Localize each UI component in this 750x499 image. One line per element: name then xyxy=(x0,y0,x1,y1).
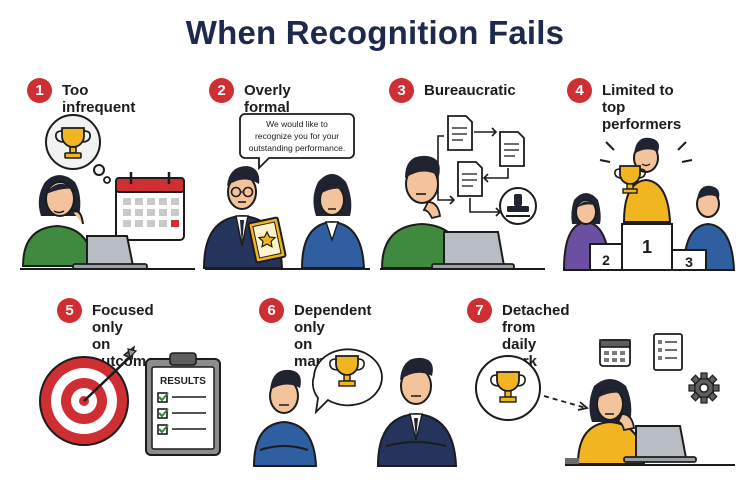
panel-label-line: Overly formal xyxy=(244,82,291,116)
panel-label-line: top performers xyxy=(602,99,682,133)
panel-header: 5 Focused only on outcomes xyxy=(57,298,163,370)
number-badge: 5 xyxy=(57,298,82,323)
speech-line: recognize you for your xyxy=(255,131,339,141)
number-badge: 1 xyxy=(27,78,52,103)
arrow-head xyxy=(577,401,589,411)
podium-rank: 1 xyxy=(642,237,652,257)
panel-label-line: Focused only xyxy=(92,302,154,336)
panel-label: Limited to top performers xyxy=(602,78,681,133)
panel-label-line: Detached from xyxy=(502,302,570,336)
panel-header: 1 Too infrequent xyxy=(27,78,135,116)
page-title: When Recognition Fails xyxy=(185,14,565,51)
panel-header: 3 Bureaucratic xyxy=(389,78,516,103)
trophy-icon xyxy=(614,165,646,194)
arrow-icon xyxy=(83,345,138,402)
dashed-arrow xyxy=(543,395,587,409)
laptop-icon xyxy=(623,425,697,463)
podium-icon: 1 2 3 xyxy=(589,223,707,271)
panel-2-illustration: We would like to recognize you for your … xyxy=(202,113,366,269)
employee-figure xyxy=(300,174,366,269)
panel-label: Bureaucratic xyxy=(424,78,516,99)
document-lines xyxy=(452,127,519,187)
document-icon xyxy=(447,115,525,197)
panel-header: 4 Limited to top performers xyxy=(567,78,681,133)
floor-line xyxy=(205,268,370,270)
woman-figure xyxy=(21,175,95,267)
number-badge: 7 xyxy=(467,298,492,323)
panel-6-illustration xyxy=(252,348,458,467)
panel-label: Focused only on outcomes xyxy=(92,298,163,370)
number-badge: 4 xyxy=(567,78,592,103)
trophy-thought-icon xyxy=(45,114,111,184)
speech-line: We would like to xyxy=(266,119,328,129)
gear-icon xyxy=(688,372,720,404)
number-badge: 3 xyxy=(389,78,414,103)
panel-1-illustration xyxy=(21,114,185,270)
laptop-icon xyxy=(431,231,515,270)
panel-5-illustration: RESULTS xyxy=(39,345,221,456)
shine-lines xyxy=(599,141,693,163)
desk-line xyxy=(20,268,195,270)
panel-label-line: Too infrequent xyxy=(62,82,136,116)
panel-label: Overly formal xyxy=(244,78,291,116)
calendar-icon xyxy=(115,172,185,241)
employee-figure xyxy=(576,379,646,465)
certificate-icon xyxy=(247,216,287,264)
panel-label-line: Bureaucratic xyxy=(424,82,516,99)
podium-rank: 2 xyxy=(602,252,610,268)
number-badge: 6 xyxy=(259,298,284,323)
laptop-icon xyxy=(72,235,148,270)
employee-figure xyxy=(252,369,318,467)
panel-label-line: Dependent only xyxy=(294,302,372,336)
panel-label: Too infrequent xyxy=(62,78,135,116)
panel-7-illustration xyxy=(475,333,720,466)
clipboard-title: RESULTS xyxy=(160,376,206,387)
manager-figure xyxy=(376,357,458,467)
trophy-circle-icon xyxy=(475,355,541,421)
speech-line: outstanding performance. xyxy=(249,143,345,153)
desk-line xyxy=(565,464,735,466)
number-badge: 2 xyxy=(209,78,234,103)
panel-3-illustration xyxy=(380,115,537,270)
panel-4-illustration: 1 2 3 xyxy=(562,137,736,271)
trophy-bubble-icon xyxy=(311,348,383,415)
podium-rank: 3 xyxy=(685,254,693,270)
speech-bubble: We would like to recognize you for your … xyxy=(239,113,355,171)
stamp-icon xyxy=(499,187,537,225)
panel-header: 2 Overly formal xyxy=(209,78,291,116)
calendar-icon xyxy=(599,339,631,367)
clipboard-icon: RESULTS xyxy=(145,352,221,456)
checklist-icon xyxy=(653,333,683,371)
chair xyxy=(565,458,579,466)
desk-line xyxy=(380,268,545,270)
panel-label-line: Limited to xyxy=(602,82,674,99)
